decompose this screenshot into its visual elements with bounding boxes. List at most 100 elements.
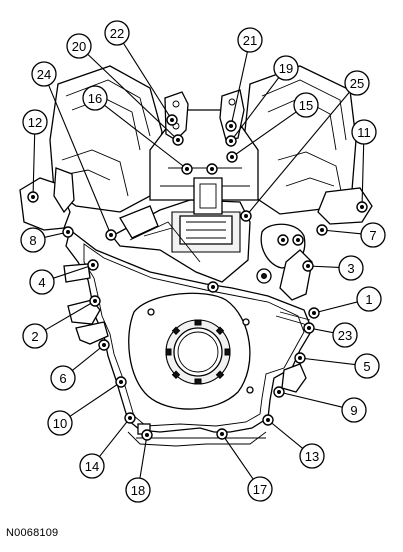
leader-line (267, 419, 304, 449)
callout-number: 15 (299, 98, 313, 113)
callout-circle (125, 477, 151, 503)
callout-circle (344, 70, 370, 96)
leader-line (32, 133, 36, 198)
callout-19: 19 (225, 55, 299, 147)
bolt-center (360, 205, 364, 209)
bolt-center (220, 432, 224, 436)
leader-line (245, 91, 350, 217)
callout-number: 20 (72, 39, 86, 54)
callout-16: 16 (82, 85, 193, 175)
callout-number: 12 (28, 115, 42, 130)
bolt-center (66, 230, 70, 234)
bolt-center (229, 124, 233, 128)
bolt-center (176, 138, 180, 142)
callout-6: 6 (50, 339, 110, 391)
leader-line (231, 111, 297, 158)
callout-number: 22 (110, 26, 124, 41)
callout-9: 9 (273, 386, 367, 423)
callout-number: 1 (365, 292, 372, 307)
extra-bolt-layer (206, 163, 304, 293)
bolt-center (320, 228, 324, 232)
callout-circle (338, 255, 364, 281)
leader-line (104, 104, 188, 170)
bolt-center (281, 238, 285, 242)
callout-circle (341, 397, 367, 423)
leader-line (48, 84, 112, 236)
callout-23: 23 (303, 322, 358, 348)
leader-line (230, 51, 248, 127)
leader-line (99, 417, 131, 457)
callout-circle (50, 365, 76, 391)
bolt-center (307, 326, 311, 330)
leader-line (321, 229, 362, 235)
leader-line (361, 143, 365, 208)
bolt-center (145, 433, 149, 437)
callout-7: 7 (316, 222, 386, 248)
callout-number: 16 (88, 91, 102, 106)
callout-number: 19 (279, 61, 293, 76)
leader-line (221, 433, 254, 480)
callout-circle (299, 443, 325, 469)
seal-teeth (165, 319, 231, 385)
bolt-center (244, 214, 248, 218)
callout-circle (351, 119, 377, 145)
callout-2: 2 (22, 295, 101, 349)
leader-line (313, 301, 358, 314)
callout-circle (20, 227, 46, 253)
callout-circle (104, 20, 130, 46)
callout-15: 15 (226, 92, 319, 163)
callout-circle (66, 33, 92, 59)
callout-24: 24 (31, 61, 117, 241)
callout-number: 24 (37, 67, 51, 82)
callout-10: 10 (47, 376, 127, 436)
bolt-center (93, 299, 97, 303)
callout-number: 3 (347, 261, 354, 276)
leader-line (299, 357, 356, 366)
bolt-center (229, 139, 233, 143)
callout-22: 22 (104, 20, 178, 126)
callout-3: 3 (302, 255, 364, 281)
bolt-center (31, 195, 35, 199)
bolt-center (277, 390, 281, 394)
callout-circle (354, 353, 380, 379)
callout-14: 14 (79, 412, 136, 479)
callout-circle (29, 269, 55, 295)
callout-number: 5 (363, 359, 370, 374)
callout-17: 17 (216, 428, 273, 502)
callout-number: 23 (338, 328, 352, 343)
callout-number: 2 (31, 329, 38, 344)
callout-number: 21 (243, 33, 257, 48)
callout-number: 8 (29, 233, 36, 248)
callout-circle (79, 453, 105, 479)
callout-number: 17 (253, 482, 267, 497)
bolt-center (119, 380, 123, 384)
bolt-center (211, 285, 215, 289)
leader-line (69, 381, 122, 417)
callout-number: 9 (350, 403, 357, 418)
callout-4: 4 (29, 259, 99, 295)
callout-number: 7 (369, 228, 376, 243)
callout-number: 25 (350, 76, 364, 91)
callout-circle (22, 109, 48, 135)
figure-code: N0068109 (6, 527, 59, 539)
callout-number: 4 (38, 275, 45, 290)
bolt-center (185, 167, 189, 171)
callout-25: 25 (240, 70, 370, 222)
callout-circle (237, 27, 263, 53)
bolt-center (230, 155, 234, 159)
leader-line (278, 391, 343, 408)
leader-line (87, 53, 179, 141)
callout-circle (293, 92, 319, 118)
bolt-center (298, 356, 302, 360)
callout-circle (247, 476, 273, 502)
callout-number: 10 (53, 416, 67, 431)
bolt (277, 234, 289, 246)
callout-8: 8 (20, 226, 74, 253)
callout-number: 18 (131, 483, 145, 498)
bolt-center (109, 233, 113, 237)
callout-circle (82, 85, 108, 111)
callout-number: 13 (305, 449, 319, 464)
leader-line (230, 77, 280, 142)
